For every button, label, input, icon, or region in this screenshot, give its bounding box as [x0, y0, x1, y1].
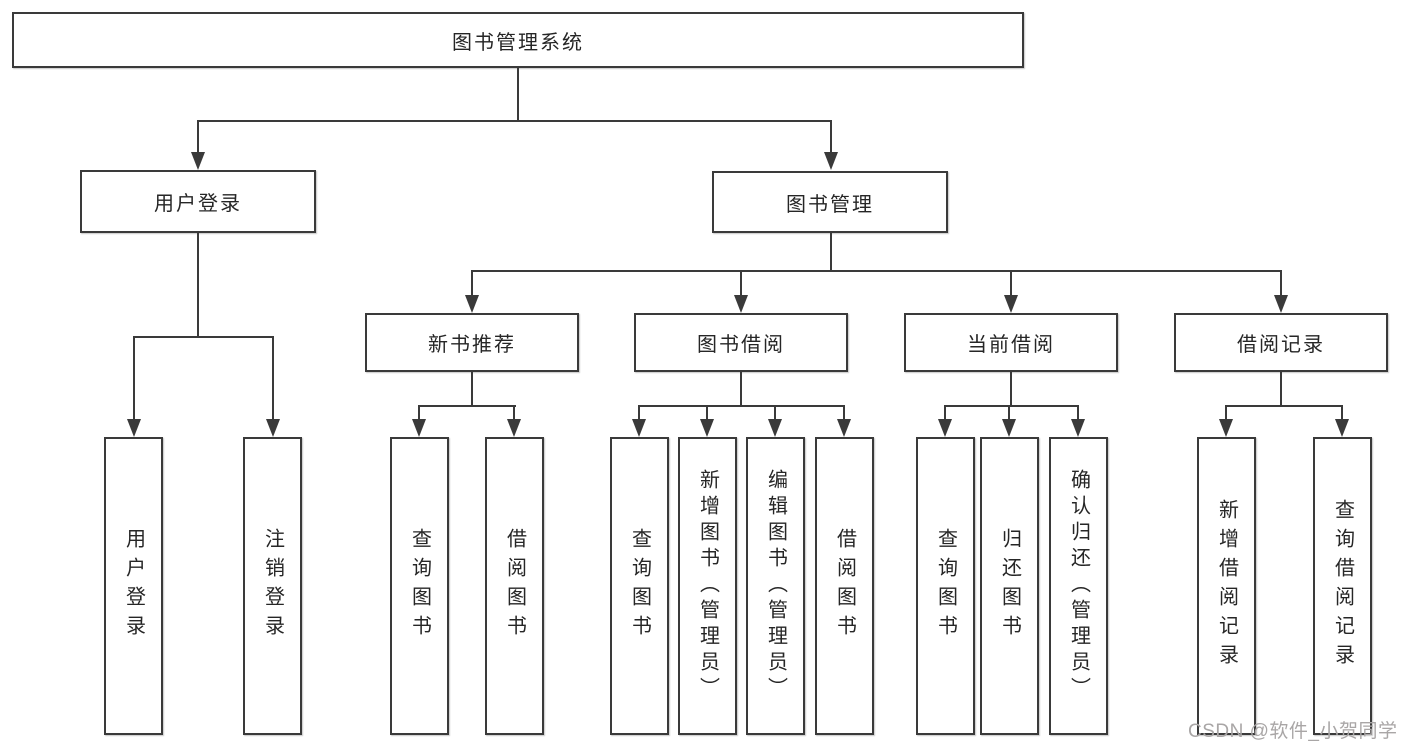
- node-leaf-query-books-2: 查询图书: [610, 437, 669, 735]
- node-root-library-management-system: 图书管理系统: [12, 12, 1024, 68]
- node-label: 图书管理系统: [452, 31, 584, 54]
- node-label: 查询图书: [934, 528, 957, 644]
- node-leaf-user-login-action: 用户登录: [104, 437, 163, 735]
- arrowhead-icon: [1002, 419, 1016, 437]
- node-leaf-query-books-3: 查询图书: [916, 437, 975, 735]
- arrowhead-icon: [266, 419, 280, 437]
- node-label: 图书管理: [786, 193, 874, 216]
- node-book-management: 图书管理: [712, 171, 948, 233]
- node-label: 用户登录: [122, 528, 145, 644]
- node-leaf-borrow-books-2: 借阅图书: [815, 437, 874, 735]
- arrowhead-icon: [824, 152, 838, 170]
- arrowhead-icon: [507, 419, 521, 437]
- node-user-login: 用户登录: [80, 170, 316, 233]
- arrowhead-icon: [768, 419, 782, 437]
- arrowhead-icon: [1219, 419, 1233, 437]
- node-label: 借阅图书: [503, 528, 526, 644]
- arrowhead-icon: [734, 295, 748, 313]
- node-label: 新增借阅记录: [1215, 499, 1238, 673]
- arrowhead-icon: [1071, 419, 1085, 437]
- arrowhead-icon: [837, 419, 851, 437]
- node-label: 新增图书（管理员）: [696, 469, 719, 703]
- node-leaf-confirm-return-admin: 确认归还（管理员）: [1049, 437, 1108, 735]
- csdn-watermark: CSDN @软件_小贺同学: [1188, 721, 1398, 742]
- node-label: 查询借阅记录: [1331, 499, 1354, 673]
- node-leaf-add-borrow-record: 新增借阅记录: [1197, 437, 1256, 735]
- arrowhead-icon: [1004, 295, 1018, 313]
- node-label: 查询图书: [628, 528, 651, 644]
- node-leaf-logout-action: 注销登录: [243, 437, 302, 735]
- node-leaf-edit-books-admin: 编辑图书（管理员）: [746, 437, 805, 735]
- node-label: 新书推荐: [428, 334, 516, 356]
- node-leaf-query-books-1: 查询图书: [390, 437, 449, 735]
- node-new-book-recommend: 新书推荐: [365, 313, 579, 372]
- arrowhead-icon: [1274, 295, 1288, 313]
- arrowhead-icon: [938, 419, 952, 437]
- node-borrow-records: 借阅记录: [1174, 313, 1388, 372]
- arrowhead-icon: [1335, 419, 1349, 437]
- node-current-borrow: 当前借阅: [904, 313, 1118, 372]
- arrowhead-icon: [127, 419, 141, 437]
- node-label: 借阅图书: [833, 528, 856, 644]
- node-label: 图书借阅: [697, 334, 785, 356]
- arrowhead-icon: [632, 419, 646, 437]
- node-leaf-borrow-books-1: 借阅图书: [485, 437, 544, 735]
- arrowhead-icon: [191, 152, 205, 170]
- node-leaf-add-books-admin: 新增图书（管理员）: [678, 437, 737, 735]
- arrowhead-icon: [465, 295, 479, 313]
- node-leaf-return-books: 归还图书: [980, 437, 1039, 735]
- node-label: 借阅记录: [1237, 334, 1325, 356]
- node-label: 查询图书: [408, 528, 431, 644]
- node-label: 当前借阅: [967, 334, 1055, 356]
- node-book-borrow: 图书借阅: [634, 313, 848, 372]
- node-label: 用户登录: [154, 193, 242, 215]
- node-label: 归还图书: [998, 528, 1021, 644]
- node-label: 确认归还（管理员）: [1067, 469, 1090, 703]
- arrowhead-icon: [700, 419, 714, 437]
- node-label: 注销登录: [261, 528, 284, 644]
- node-label: 编辑图书（管理员）: [764, 469, 787, 703]
- node-leaf-query-borrow-record: 查询借阅记录: [1313, 437, 1372, 735]
- arrowhead-icon: [412, 419, 426, 437]
